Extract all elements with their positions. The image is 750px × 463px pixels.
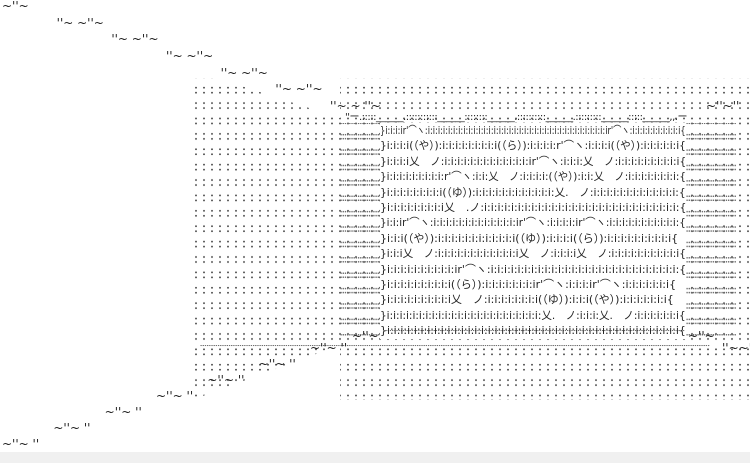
art-row: }i:i:i乂 ノ:i:i:i:i:i:i:i:i:i:i:i:i:i乂 ノ:i… (380, 247, 686, 261)
art-row: }i:i:i:i:i:i:i:i:i:i乂 ノ:i:i:i:i:i:i:i:i(… (380, 293, 674, 307)
wave-segment: ''~ ~''~ (275, 82, 323, 97)
art-row: }i:i:i:i:i:i:i:i:i乂 .ノ:i:i:i:i:i:i:i:i:i… (380, 200, 687, 214)
art-row: }i:i:i:i:i:i:i:i:i:i:i:i:i:i:i:i:i:i:i:i… (380, 308, 686, 322)
panel-top-edge: ''ー.:::::______.:::::::::::______:::::::… (345, 112, 687, 123)
wave-segment: ''~ ~''~ (56, 15, 104, 30)
art-row: }i:i:i:ir'⌒ヽ:i:i:i:i:i:i:i:i:i:i:i:i:i:i… (380, 124, 686, 137)
art-row: }i:i:i:i(（や）):i:i:i:i:i:i:i:i:i(（ら）):i:i… (380, 139, 686, 153)
bottom-left-wave: ~''~ (352, 329, 379, 343)
wave-segment: ~''~ '' (53, 421, 91, 435)
wave-segment: ~''~ '' (207, 373, 245, 387)
wave-segment: ''~ ~''~ (111, 32, 159, 47)
wave-segment: ''~ ~''~ (220, 65, 268, 80)
right-margin-fill (686, 123, 736, 338)
art-row: }i:i:i:i:i:i:i:i:i(（ゆ）):i:i:i:i:i:i:i:i:… (380, 185, 686, 199)
art-row: }i:i:i(（や）):i:i:i:i:i:i:i:i:i:i:i:i(（ゆ）)… (380, 231, 679, 245)
right-wave-2: ''~~'' (722, 341, 750, 355)
left-margin-fill (340, 123, 380, 338)
wave-segment: ~''~ '' (310, 341, 348, 355)
art-row: }i:i:i:i:i:i:i:i:i:i:i:i:i:i:i:i:i:i:i:i… (380, 324, 686, 338)
art-row: }i:i:i:i:i:i:i:i:i:i:ir'⌒ヽ:i:i:i:i:i:i:i… (380, 262, 687, 276)
right-wave-1: ~''~'' (706, 99, 740, 113)
art-row: }i:i:i:i:i:i:i:i:i:i(（ら）):i:i:i:i:i:i:i:… (380, 277, 677, 291)
bottom-fill-1 (385, 330, 685, 340)
wave-segment: ~''~ '' (258, 357, 296, 371)
art-row: }i:i:ir'⌒ヽ:i:i:i:i:i:i:i:i:i:i:i:i:i:ir'… (380, 216, 686, 230)
wave-segment: ~''~ '' (156, 389, 194, 403)
wave-segment: ~''~ '' (2, 437, 40, 451)
bottom-strip (0, 452, 750, 463)
panel-bg (380, 123, 686, 339)
ascii-art-panel: }i:i:i:ir'⌒ヽ:i:i:i:i:i:i:i:i:i:i:i:i:i:i… (380, 123, 686, 338)
wave-segment: ''~ ~''~ (166, 49, 214, 63)
art-row: }i:i:i:i乂 ノ:i:i:i:i:i:i:i:i:i:i:i:i:i:ir… (380, 154, 687, 168)
bottom-right-wave: ~''~ (688, 329, 715, 343)
wave-segment: ''~ ~ ''~ (330, 99, 381, 113)
wave-segment: ~''~ (2, 0, 29, 13)
wave-segment: ~''~ '' (104, 405, 142, 419)
bottom-fill-2 (200, 345, 710, 355)
art-row: }i:i:i:i:i:i:i:i:i:r'⌒ヽ:i:i:乂 ノ:i:i:i:i:… (380, 170, 687, 184)
